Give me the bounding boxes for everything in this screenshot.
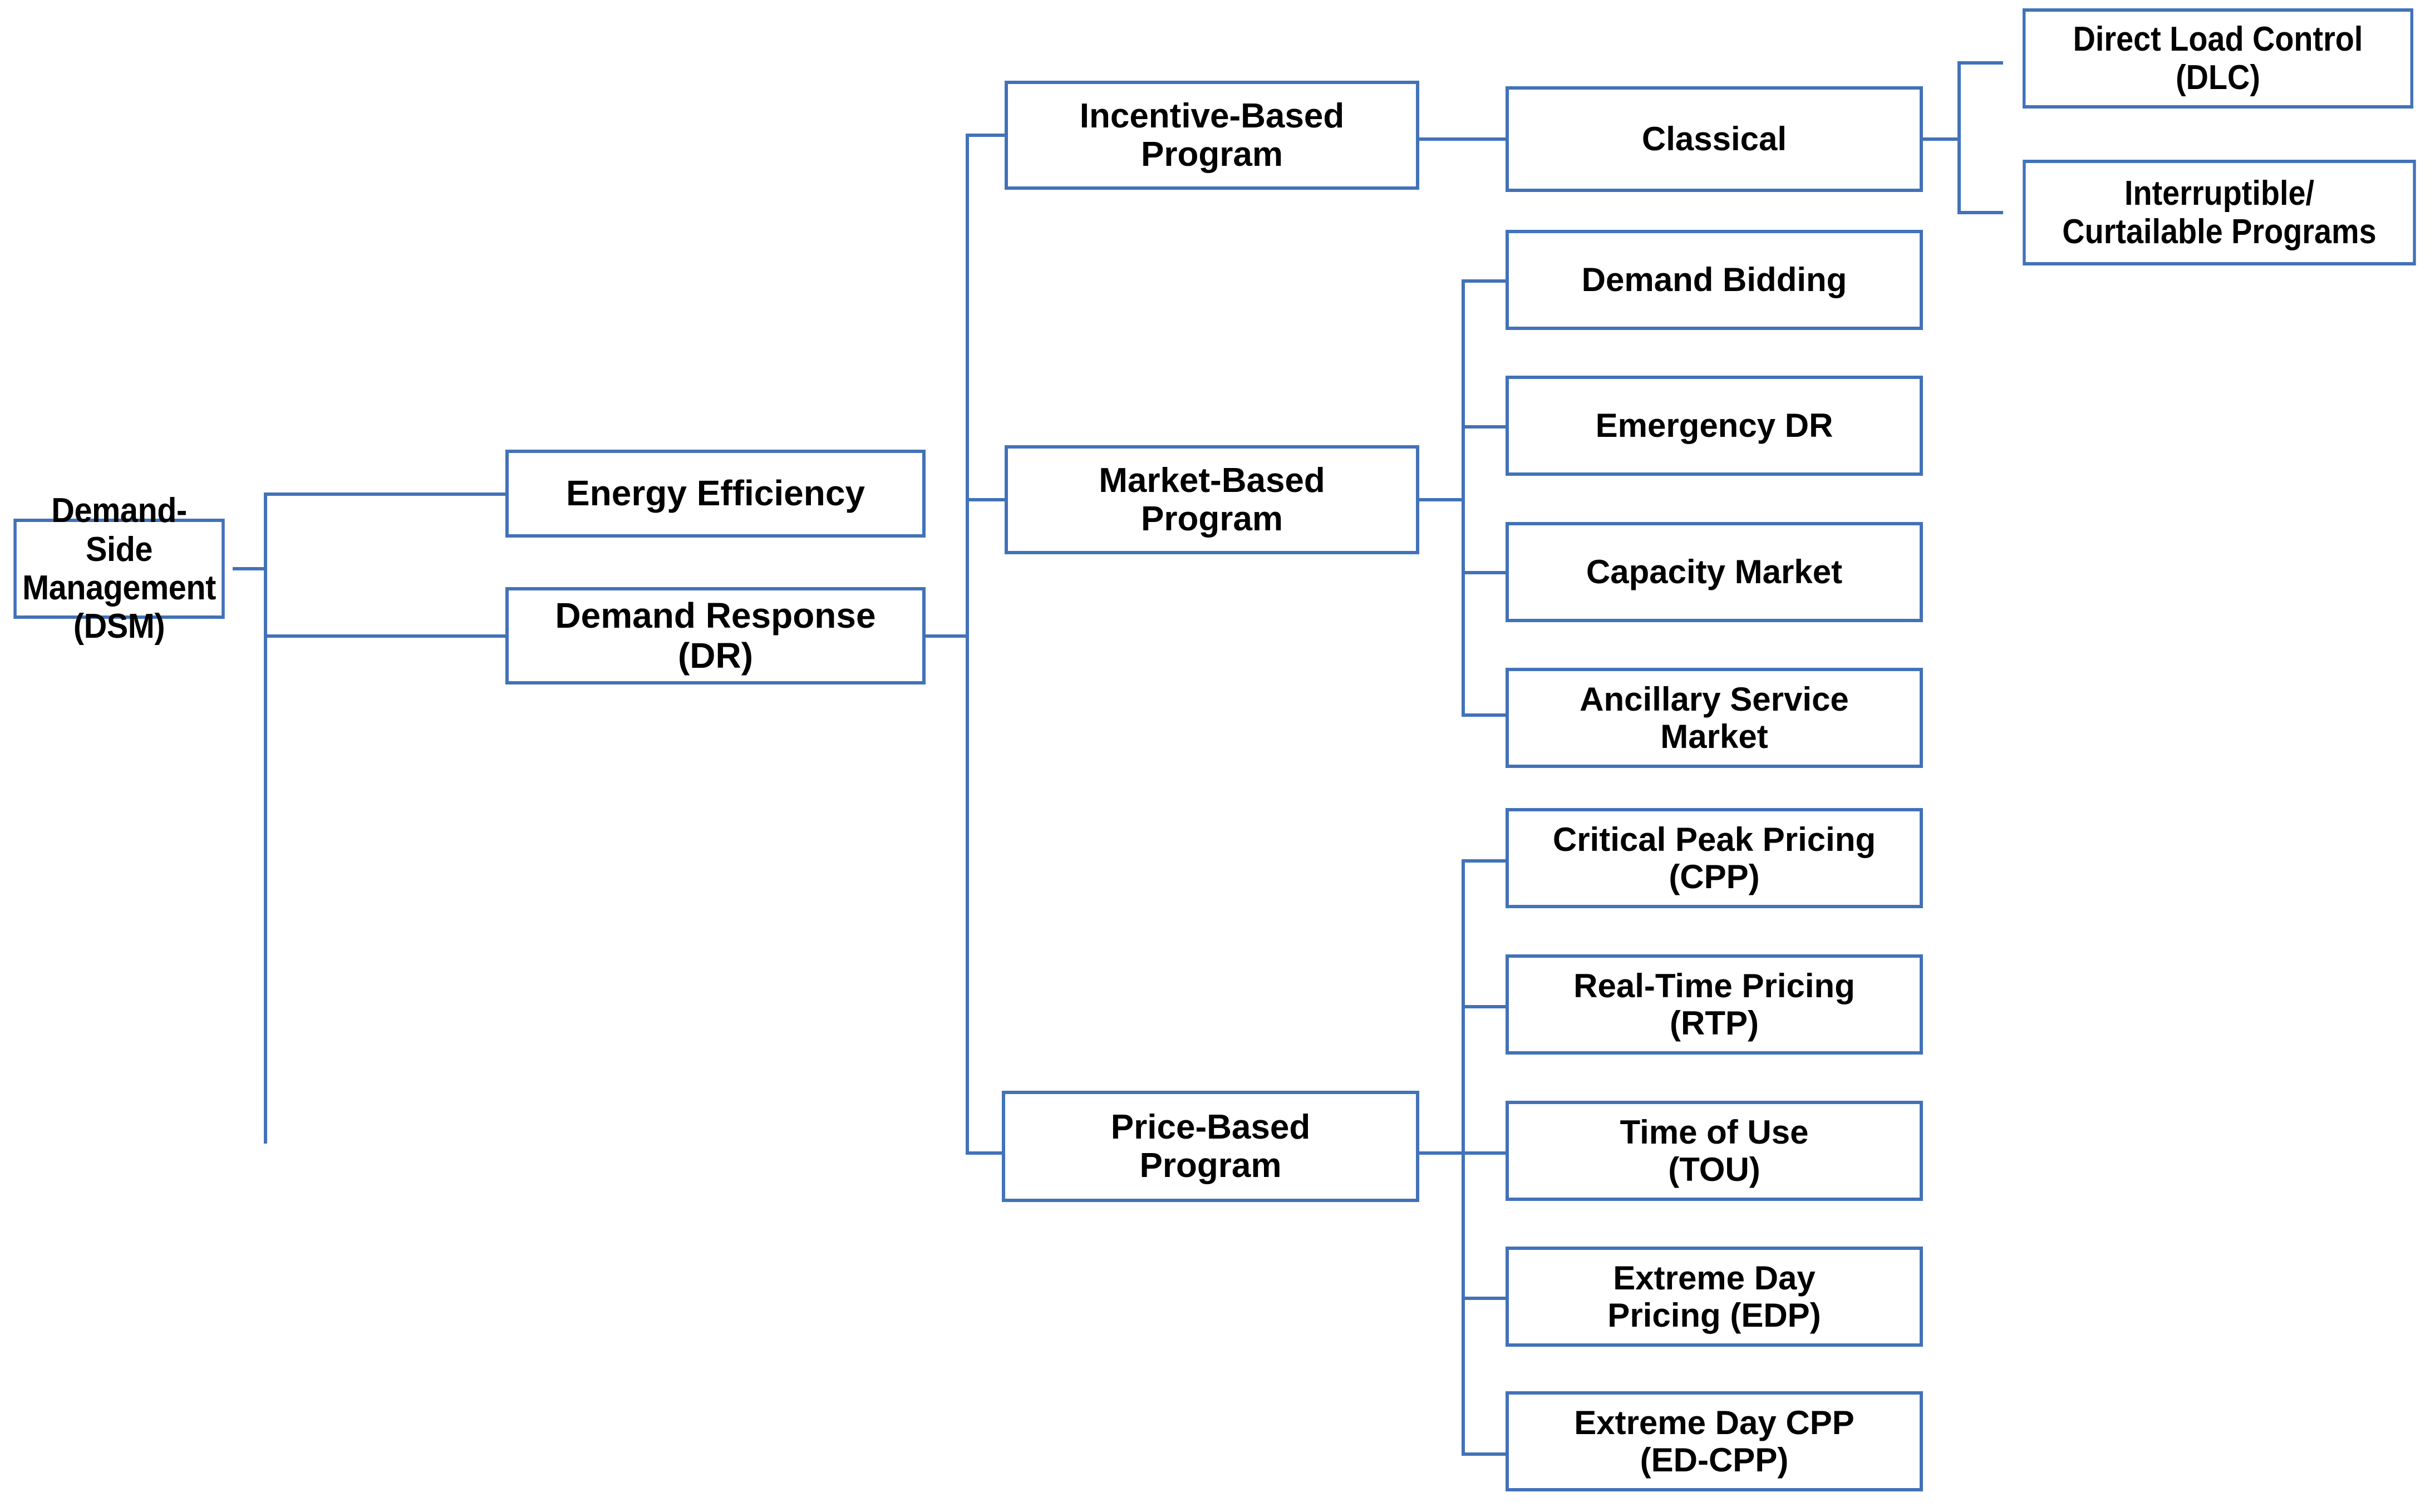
node-label: Incentive-Based Program [1079,96,1345,174]
node-energy-efficiency[interactable]: Energy Efficiency [505,450,926,538]
node-label: Demand Bidding [1581,261,1847,299]
connector-market-to-c4 [1462,713,1507,717]
connector-incentive-to-classical [1419,137,1507,141]
node-price-based-program[interactable]: Price-Based Program [1002,1091,1419,1202]
node-ancillary-service-market[interactable]: Ancillary Service Market [1506,668,1923,768]
connector-price-to-c4 [1462,1297,1507,1300]
node-market-based-program[interactable]: Market-Based Program [1005,445,1419,554]
node-label: Critical Peak Pricing (CPP) [1552,820,1876,895]
connector-root-to-dr [264,634,509,638]
node-label: Real-Time Pricing (RTP) [1573,967,1855,1042]
connector-market-to-c1 [1462,279,1507,283]
node-demand-response[interactable]: Demand Response (DR) [505,587,926,684]
node-label: Demand-Side Management (DSM) [22,491,216,646]
connector-dr-to-market [966,498,1008,501]
node-label: Interruptible/ Curtailable Programs [2062,174,2377,251]
connector-price-to-c2 [1462,1005,1507,1008]
node-label: Time of Use (TOU) [1620,1113,1809,1188]
connector-root-to-ee [264,492,509,496]
node-direct-load-control[interactable]: Direct Load Control (DLC) [2023,8,2413,109]
connector-price-stub [1419,1151,1465,1155]
node-label: Energy Efficiency [565,473,865,514]
connector-price-to-c5 [1462,1452,1507,1456]
connector-price-to-c3 [1462,1151,1507,1155]
connector-dr-trunk [966,134,969,1155]
node-demand-bidding[interactable]: Demand Bidding [1506,230,1923,330]
node-label: Ancillary Service Market [1580,680,1849,755]
node-incentive-based-program[interactable]: Incentive-Based Program [1005,81,1419,190]
connector-root-trunk [264,494,267,1144]
node-label: Market-Based Program [1099,461,1325,538]
node-emergency-dr[interactable]: Emergency DR [1506,376,1923,476]
node-demand-side-management[interactable]: Demand-Side Management (DSM) [13,491,225,646]
node-label: Extreme Day Pricing (EDP) [1607,1259,1821,1334]
connector-classical-trunk [1957,61,1961,214]
node-time-of-use[interactable]: Time of Use (TOU) [1506,1101,1923,1201]
connector-dr-to-incentive [966,134,1008,137]
connector-market-to-c2 [1462,425,1507,429]
connector-dr-stub [926,634,969,638]
node-label: Price-Based Program [1110,1107,1311,1185]
connector-classical-to-dlc [1957,61,2003,65]
node-label: Direct Load Control (DLC) [2073,19,2363,97]
connector-market-stub [1419,498,1465,501]
connector-market-to-c3 [1462,571,1507,574]
connector-market-trunk [1462,279,1465,717]
connector-classical-to-interruptible [1957,211,2003,214]
node-label: Emergency DR [1595,407,1833,445]
connector-classical-stub [1923,137,1961,141]
node-label: Extreme Day CPP (ED-CPP) [1574,1403,1854,1479]
node-label: Demand Response (DR) [555,595,876,676]
connector-price-trunk [1462,859,1465,1456]
node-critical-peak-pricing[interactable]: Critical Peak Pricing (CPP) [1506,808,1923,908]
node-capacity-market[interactable]: Capacity Market [1506,522,1923,622]
node-extreme-day-pricing[interactable]: Extreme Day Pricing (EDP) [1506,1247,1923,1347]
connector-price-to-c1 [1462,859,1507,863]
connector-root-stub [233,567,267,570]
node-extreme-day-cpp[interactable]: Extreme Day CPP (ED-CPP) [1506,1391,1923,1491]
node-real-time-pricing[interactable]: Real-Time Pricing (RTP) [1506,954,1923,1055]
node-label: Capacity Market [1586,553,1843,591]
node-label: Classical [1641,120,1787,158]
node-interruptible-curtailable-programs[interactable]: Interruptible/ Curtailable Programs [2023,160,2416,265]
connector-dr-to-price [966,1151,1005,1155]
node-classical[interactable]: Classical [1506,86,1923,192]
